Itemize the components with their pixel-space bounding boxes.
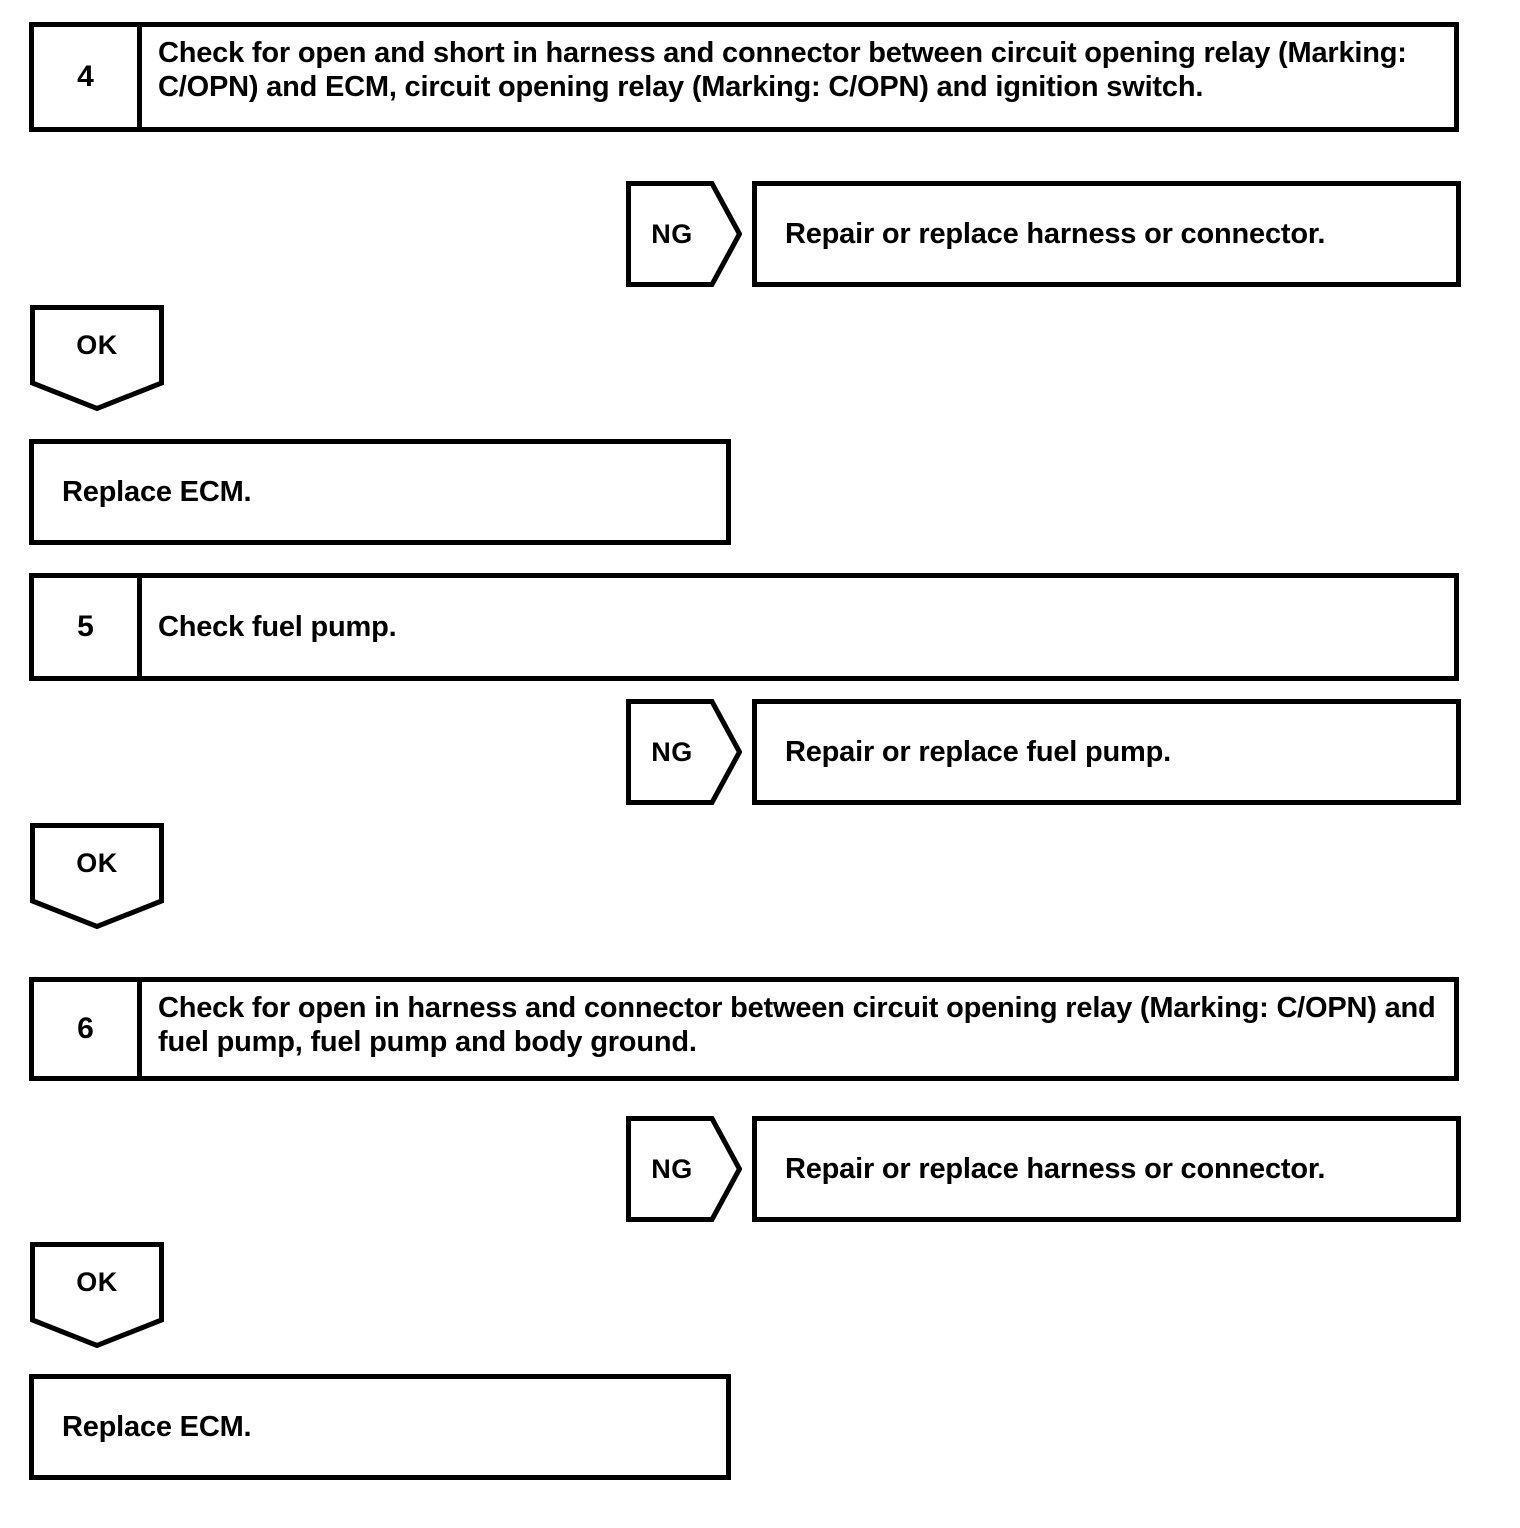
ng-arrow-2: NG	[626, 699, 742, 805]
step-box-4: 4 Check for open and short in harness an…	[29, 22, 1459, 132]
ng-arrow-1: NG	[626, 181, 742, 287]
step-instruction: Check fuel pump.	[158, 610, 397, 643]
ok-arrow-label: OK	[76, 847, 118, 878]
step-number: 6	[34, 982, 142, 1076]
step-instruction: Check for open in harness and connector …	[158, 992, 1436, 1059]
ok-arrow-3: OK	[30, 1242, 164, 1348]
step-number: 5	[34, 578, 142, 676]
ng-arrow-3: NG	[626, 1116, 742, 1222]
ng-result-box-1: Repair or replace harness or connector.	[752, 181, 1461, 287]
step-box-5: 5 Check fuel pump.	[29, 573, 1459, 681]
ng-arrow-label: NG	[651, 736, 693, 767]
step-box-6: 6 Check for open in harness and connecto…	[29, 977, 1459, 1081]
ok-arrow-1: OK	[30, 305, 164, 411]
ok-arrow-label: OK	[76, 329, 118, 360]
ng-result-box-2: Repair or replace fuel pump.	[752, 699, 1461, 805]
ng-arrow-label: NG	[651, 1153, 693, 1184]
outcome-box-1: Replace ECM.	[29, 439, 731, 545]
step-instruction: Check for open and short in harness and …	[158, 37, 1407, 104]
outcome-box-2: Replace ECM.	[29, 1374, 731, 1480]
ng-arrow-label: NG	[651, 218, 693, 249]
ng-result-box-3: Repair or replace harness or connector.	[752, 1116, 1461, 1222]
step-number: 4	[34, 27, 142, 127]
ok-arrow-2: OK	[30, 823, 164, 929]
ok-arrow-label: OK	[76, 1266, 118, 1297]
